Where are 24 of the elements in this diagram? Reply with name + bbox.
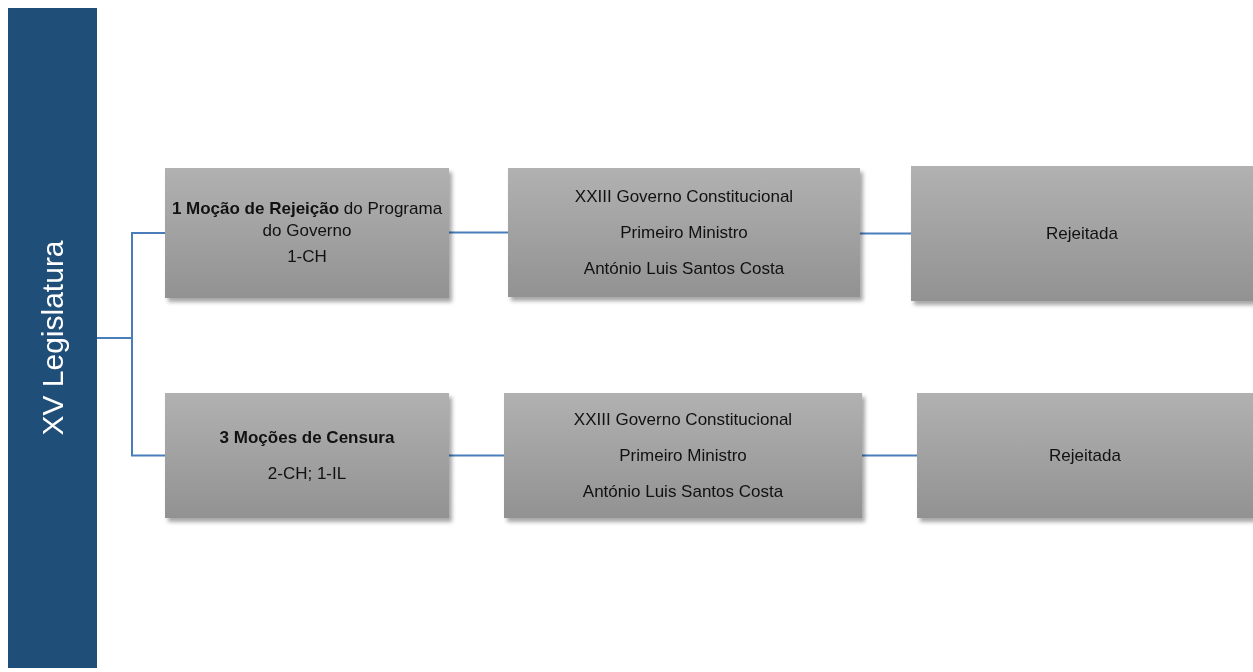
box-text: Rejeitada [1048, 444, 1122, 467]
box-text: Primeiro Ministro [618, 444, 748, 467]
connector-line [861, 454, 918, 457]
box-text: XXIII Governo Constitucional [573, 185, 795, 208]
box-text: 3 Moções de Censura [218, 426, 396, 449]
connector-line [859, 232, 912, 235]
process-box [917, 393, 1253, 518]
box-text: António Luis Santos Costa [582, 257, 786, 280]
box-text: XXIII Governo Constitucional [572, 408, 794, 431]
box-text: 1 Moção de Rejeição do Programa do Governo [170, 198, 444, 242]
process-box [165, 168, 449, 298]
process-box [508, 168, 860, 297]
connector-line [448, 231, 509, 234]
title-band [8, 8, 97, 668]
box-text: Primeiro Ministro [619, 221, 749, 244]
box-text: 2-CH; 1-IL [266, 462, 348, 485]
connector-line [448, 454, 505, 457]
box-text: António Luis Santos Costa [581, 480, 785, 503]
process-box [504, 393, 862, 518]
process-box [165, 393, 449, 518]
box-text: Rejeitada [1045, 222, 1119, 245]
band-label: XV Legislatura [35, 240, 70, 436]
box-text: 1-CH [286, 246, 328, 268]
process-box [911, 166, 1253, 301]
